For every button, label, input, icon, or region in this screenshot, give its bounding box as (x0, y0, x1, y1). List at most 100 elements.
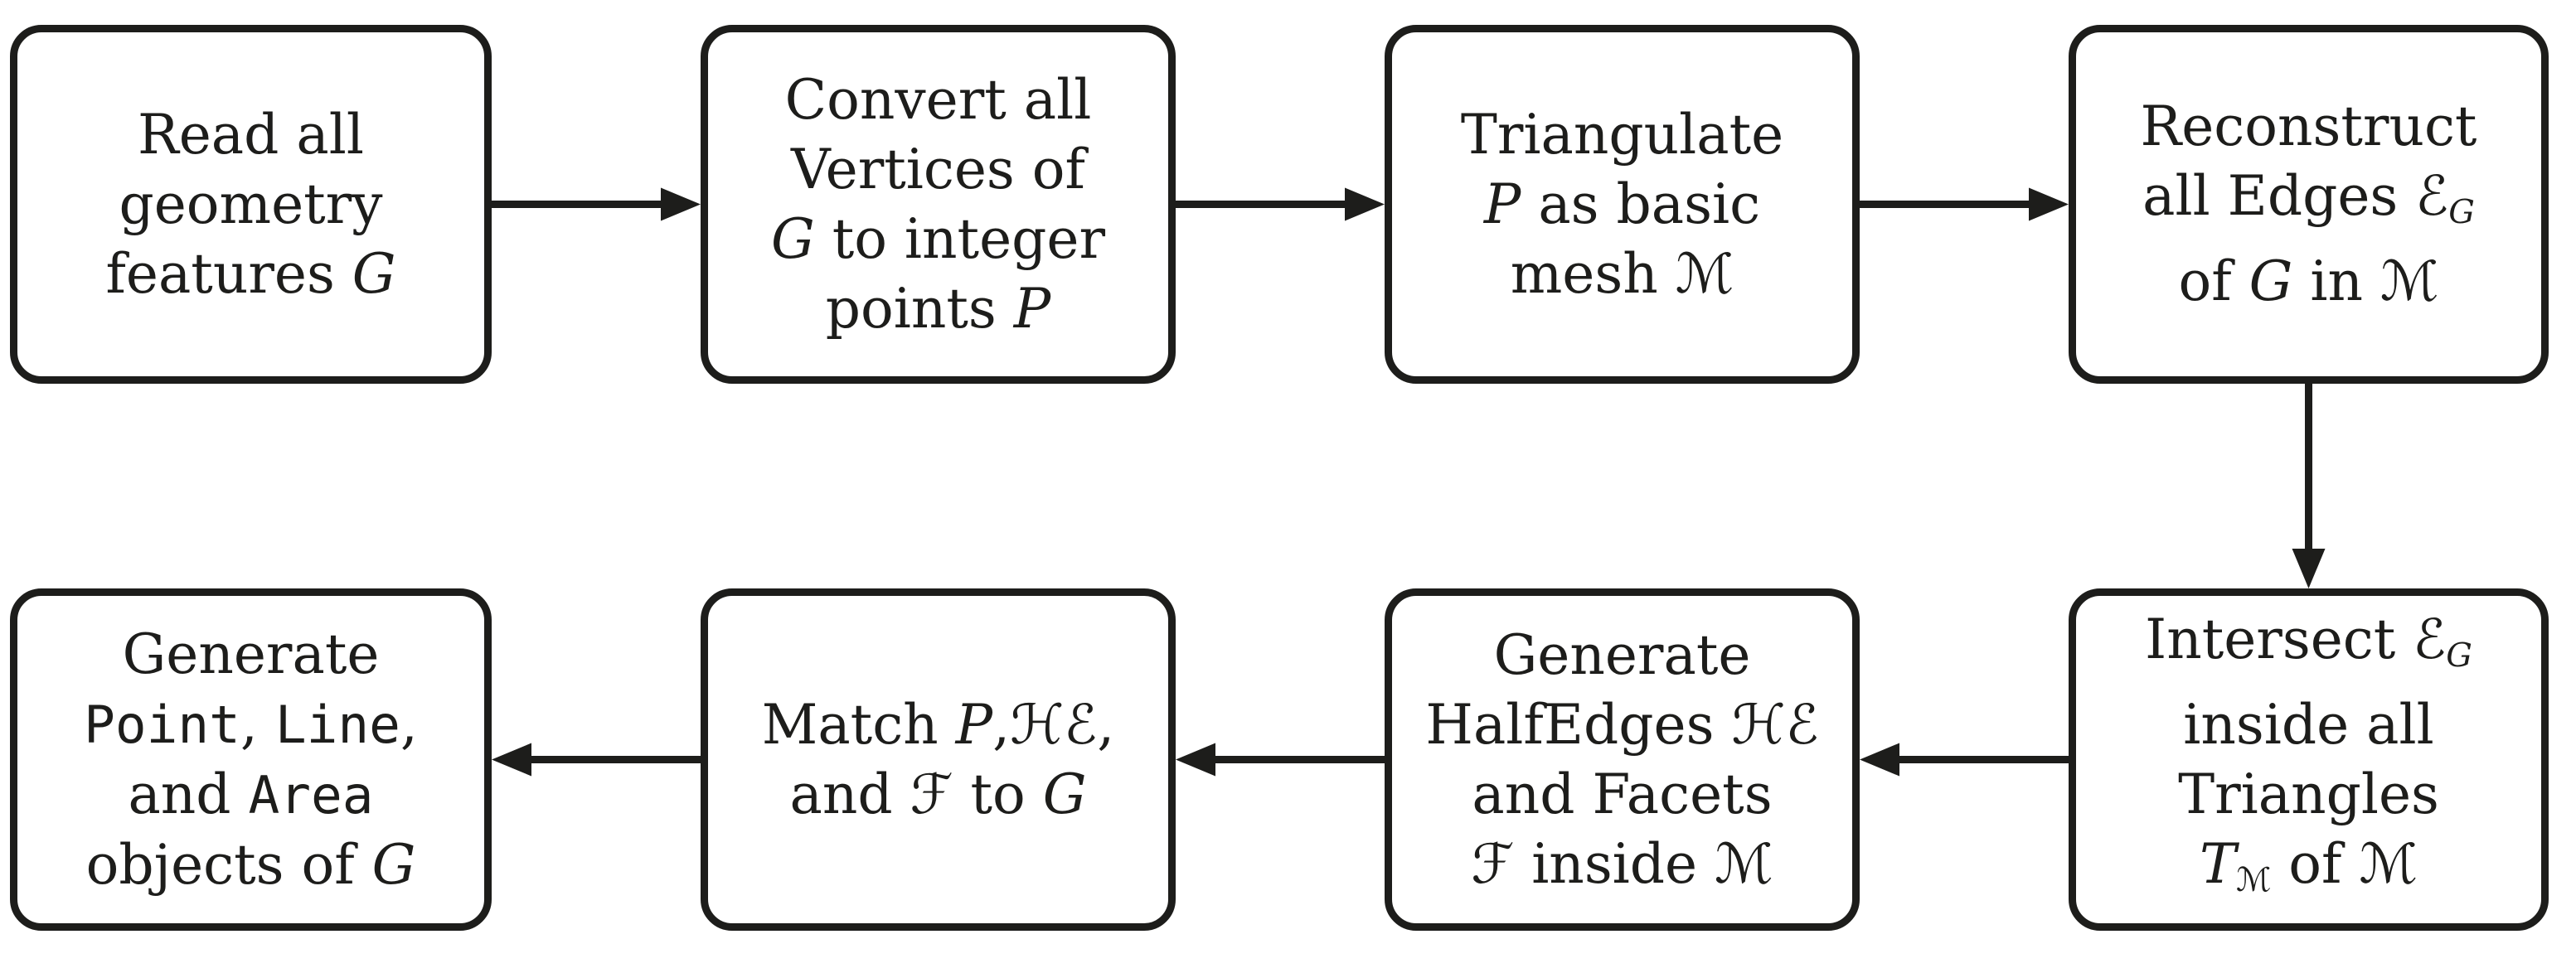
text-segment: Intersect (2145, 607, 2413, 671)
text-segment: Read all (138, 102, 364, 167)
text-segment: , (240, 691, 275, 756)
box-text-line: mesh ℳ (1461, 240, 1783, 309)
math-symbol: Area (248, 764, 374, 825)
box-text-line: Tℳ of ℳ (2145, 830, 2472, 915)
text-segment: to (953, 762, 1043, 826)
box-text-line: and ℱ to G (762, 760, 1114, 830)
text-segment: objects of (85, 832, 372, 897)
flow-arrow-convert-vertices-to-triangulate (1176, 187, 1385, 221)
box-text-line: ℱ inside ℳ (1425, 830, 1818, 899)
box-text-line: G to integer (771, 205, 1105, 274)
math-symbol: Line (274, 694, 400, 755)
box-text-line: Triangles (2145, 760, 2472, 830)
box-text-line: Vertices of (771, 135, 1105, 205)
math-symbol: ℋℰ (1010, 692, 1098, 757)
math-symbol: ℱ (910, 762, 953, 826)
math-symbol: ℱ (1471, 831, 1515, 896)
math-symbol: G (2448, 192, 2475, 231)
math-symbol: ℰ (2413, 607, 2447, 671)
text-segment: , (1097, 692, 1115, 757)
text-segment: and (128, 762, 249, 826)
flow-arrow-read-geometry-to-convert-vertices (492, 187, 701, 221)
box-text-line: points P (771, 274, 1105, 344)
box-text-line: and Area (84, 760, 418, 830)
box-text-line: Point, Line, (84, 690, 418, 760)
text-segment: , (400, 691, 418, 756)
text-segment: Reconstruct (2140, 94, 2477, 159)
text-segment: in (2292, 249, 2380, 313)
flow-arrow-intersect-edges-to-generate-halfedges (1860, 743, 2069, 777)
text-segment: Vertices of (791, 137, 1085, 201)
flow-arrow-triangulate-to-reconstruct-edges (1860, 187, 2069, 221)
box-text-line: objects of G (84, 830, 418, 900)
box-text-line: all Edges ℰG (2141, 162, 2477, 247)
text-segment: of (2271, 831, 2360, 896)
box-text-line: Generate (1425, 621, 1818, 690)
text-segment: Triangles (2178, 762, 2439, 826)
math-symbol: ℳ (2235, 860, 2272, 899)
math-symbol: G (2446, 636, 2472, 675)
text-segment: and (789, 762, 910, 826)
text-segment: points (825, 276, 1014, 341)
text-segment: all Edges (2142, 164, 2416, 229)
box-text-line: HalfEdges ℋℰ (1425, 690, 1818, 760)
text-segment: features (105, 241, 352, 306)
text-segment: HalfEdges (1425, 692, 1732, 757)
box-text-line: P as basic (1461, 170, 1783, 240)
text-segment: Convert all (784, 67, 1092, 132)
math-symbol: P (955, 692, 993, 757)
box-text-line: Convert all (771, 65, 1105, 135)
flow-arrow-generate-halfedges-to-match-to-geometry (1176, 743, 1385, 777)
flow-arrow-reconstruct-edges-to-intersect-edges (2292, 384, 2326, 588)
box-label-match-to-geometry: Match P,ℋℰ,and ℱ to G (762, 690, 1114, 830)
box-text-line: Triangulate (1461, 100, 1783, 170)
math-symbol: G (2249, 249, 2293, 313)
math-symbol: P (1483, 172, 1521, 236)
text-segment: Generate (122, 622, 380, 686)
math-symbol: G (352, 241, 396, 306)
text-segment: , (992, 692, 1011, 757)
text-segment: Generate (1493, 622, 1751, 687)
box-text-line: of G in ℳ (2141, 247, 2477, 317)
box-text-line: and Facets (1425, 760, 1818, 830)
math-symbol: G (371, 832, 416, 897)
math-symbol: P (1013, 276, 1051, 341)
box-text-line: Match P,ℋℰ, (762, 690, 1114, 760)
math-symbol: ℳ (1715, 831, 1773, 896)
math-symbol: Point (84, 694, 240, 755)
text-segment: to integer (814, 206, 1105, 271)
math-symbol: T (2199, 831, 2236, 896)
math-symbol: G (770, 206, 815, 271)
box-text-line: features G (105, 240, 395, 309)
text-segment: inside all (2183, 692, 2434, 757)
text-segment: mesh (1510, 241, 1676, 306)
text-segment: and Facets (1472, 762, 1773, 826)
math-symbol: ℋℰ (1731, 692, 1819, 757)
text-segment: as basic (1521, 172, 1761, 236)
math-symbol: ℳ (2359, 831, 2418, 896)
box-text-line: Read all (105, 100, 395, 170)
box-text-line: Reconstruct (2141, 92, 2477, 162)
flow-box-match-to-geometry: Match P,ℋℰ,and ℱ to G (701, 588, 1176, 931)
box-text-line: geometry (105, 170, 395, 240)
text-segment: Match (761, 692, 956, 757)
flow-arrow-match-to-geometry-to-generate-objects (492, 743, 701, 777)
text-segment: geometry (119, 172, 383, 236)
box-text-line: Intersect ℰG (2145, 605, 2472, 690)
math-symbol: ℰ (2415, 164, 2449, 229)
